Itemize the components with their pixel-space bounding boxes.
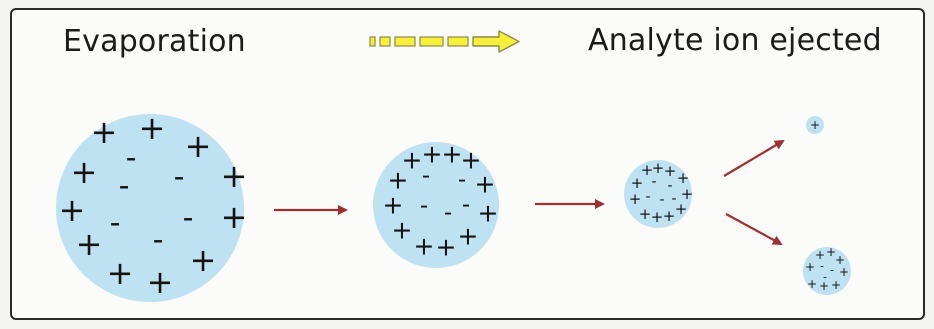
dark-red-arrow-icon <box>725 213 783 245</box>
svg-text:+: + <box>839 265 849 279</box>
svg-text:+: + <box>221 157 248 195</box>
svg-text:+: + <box>631 174 644 192</box>
svg-text:-: - <box>667 178 672 194</box>
svg-text:+: + <box>805 260 815 274</box>
svg-text:+: + <box>107 254 134 292</box>
svg-text:+: + <box>641 161 654 179</box>
svg-text:+: + <box>831 278 841 292</box>
svg-text:+: + <box>383 191 404 220</box>
svg-text:-: - <box>110 206 121 241</box>
svg-text:-: - <box>420 193 428 219</box>
svg-text:-: - <box>671 191 676 207</box>
svg-text:-: - <box>645 189 650 205</box>
svg-text:+: + <box>664 162 677 180</box>
svg-text:+: + <box>475 170 496 199</box>
residual-droplet-charges: + + + + + + + + - - - <box>805 245 849 293</box>
svg-text:-: - <box>458 167 466 193</box>
svg-text:-: - <box>183 201 194 236</box>
residual-droplet: + + + + + + + + - - - <box>803 245 851 295</box>
svg-text:+: + <box>835 253 845 267</box>
svg-text:+: + <box>436 233 457 262</box>
svg-text:-: - <box>820 260 824 273</box>
svg-text:+: + <box>478 199 499 228</box>
svg-text:-: - <box>126 141 137 176</box>
dark-red-arrow-icon <box>723 139 785 177</box>
analyte-ion-ejected-label: Analyte ion ejected <box>588 23 882 58</box>
svg-text:+: + <box>91 113 118 151</box>
evaporation-label: Evaporation <box>63 24 246 59</box>
svg-text:+: + <box>139 109 166 147</box>
svg-text:+: + <box>629 190 642 208</box>
svg-text:-: - <box>422 163 430 189</box>
svg-text:-: - <box>153 223 164 258</box>
svg-text:+: + <box>190 241 217 279</box>
ejected-analyte-ion: + <box>806 116 824 134</box>
svg-text:-: - <box>119 169 130 204</box>
svg-text:+: + <box>76 225 103 263</box>
svg-text:+: + <box>639 205 652 223</box>
large-droplet: + + + + + + + + + + + - - - - - - <box>56 109 247 302</box>
svg-text:-: - <box>830 264 834 277</box>
svg-text:+: + <box>402 146 423 175</box>
svg-text:+: + <box>675 200 688 218</box>
svg-text:+: + <box>442 140 463 169</box>
small-droplet: + + + + + + + + + + + - - - - - <box>624 159 693 228</box>
svg-text:+: + <box>663 207 676 225</box>
svg-text:-: - <box>823 271 827 284</box>
svg-text:+: + <box>652 159 665 177</box>
medium-droplet: + + + + + + + + + + + + - - - - - <box>373 140 499 268</box>
svg-text:+: + <box>392 216 413 245</box>
svg-text:+: + <box>59 191 86 229</box>
svg-text:+: + <box>819 279 829 293</box>
svg-text:+: + <box>677 169 690 187</box>
svg-text:+: + <box>221 198 248 236</box>
large-droplet-charges: + + + + + + + + + + + - - - - - - <box>59 109 248 301</box>
svg-text:-: - <box>174 160 185 195</box>
svg-text:+: + <box>414 232 435 261</box>
svg-text:-: - <box>651 174 656 190</box>
svg-text:-: - <box>462 192 470 218</box>
svg-text:+: + <box>71 153 98 191</box>
svg-text:+: + <box>422 140 443 169</box>
small-droplet-charges: + + + + + + + + + + + - - - - - <box>629 159 694 226</box>
svg-text:+: + <box>651 208 664 226</box>
svg-text:+: + <box>388 166 409 195</box>
svg-text:+: + <box>461 146 482 175</box>
svg-text:+: + <box>810 118 820 132</box>
svg-text:-: - <box>444 200 452 226</box>
svg-text:+: + <box>815 248 825 262</box>
svg-text:+: + <box>458 222 479 251</box>
yellow-segmented-arrow-icon <box>369 30 520 53</box>
svg-text:-: - <box>659 192 664 208</box>
svg-text:+: + <box>185 127 212 165</box>
svg-text:+: + <box>807 277 817 291</box>
svg-text:+: + <box>826 245 836 259</box>
svg-text:+: + <box>681 185 694 203</box>
svg-text:+: + <box>147 263 174 301</box>
medium-droplet-charges: + + + + + + + + + + + + - - - - - <box>383 140 499 262</box>
